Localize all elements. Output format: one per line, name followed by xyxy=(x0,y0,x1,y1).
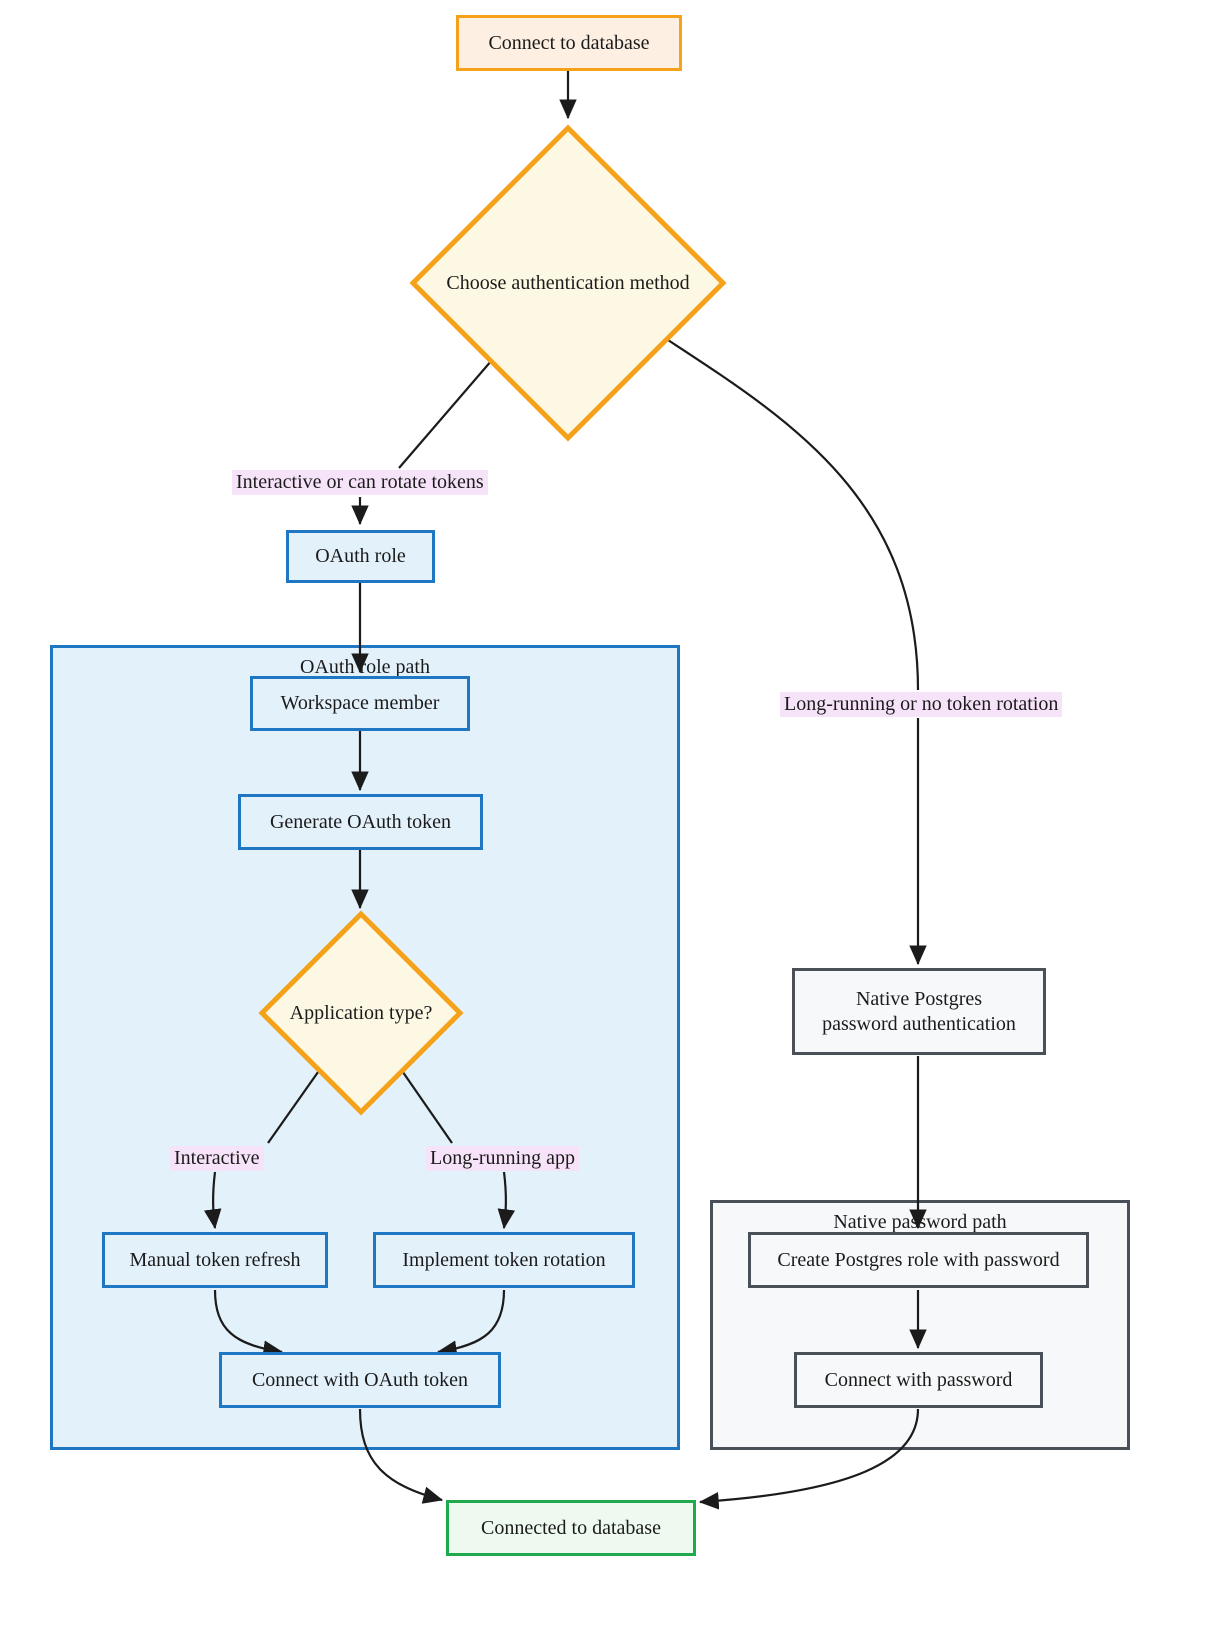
edge-label-long-running-or-no-token-rotation: Long-running or no token rotation xyxy=(780,692,1063,717)
node-generate-oauth-token[interactable]: Generate OAuth token xyxy=(238,794,483,850)
node-native-postgres-line-2: password authentication xyxy=(822,1012,1016,1035)
node-connect-with-oauth-token[interactable]: Connect with OAuth token xyxy=(219,1352,501,1408)
node-connect-with-password-label: Connect with password xyxy=(824,1368,1013,1391)
node-choose-authentication-method[interactable]: Choose authentication method xyxy=(408,123,728,443)
node-connected-to-database[interactable]: Connected to database xyxy=(446,1500,696,1556)
edge-label-long-running-app: Long-running app xyxy=(426,1146,579,1171)
node-implement-token-rotation[interactable]: Implement token rotation xyxy=(373,1232,635,1288)
edge-choose-to-native xyxy=(667,339,920,691)
node-native-postgres-password-authentication[interactable]: Native Postgres password authentication xyxy=(792,968,1046,1055)
edge-choose-to-oauth-role xyxy=(398,359,493,469)
node-manual-token-refresh-label: Manual token refresh xyxy=(129,1248,301,1271)
node-connected-to-database-label: Connected to database xyxy=(481,1516,661,1539)
node-native-postgres-line-1: Native Postgres xyxy=(855,987,983,1010)
node-manual-token-refresh[interactable]: Manual token refresh xyxy=(102,1232,328,1288)
edge-label-interactive-or-can-rotate-tokens: Interactive or can rotate tokens xyxy=(232,470,488,495)
node-oauth-role-label: OAuth role xyxy=(315,545,406,567)
diamond-shape-application-type xyxy=(258,910,464,1116)
edge-rotation-to-connectoauth xyxy=(436,1289,506,1358)
edge-connectoauth-to-connected xyxy=(358,1408,444,1504)
node-connect-with-oauth-token-label: Connect with OAuth token xyxy=(251,1368,469,1391)
node-generate-oauth-token-label: Generate OAuth token xyxy=(269,810,452,833)
edge-apptype-to-manual xyxy=(267,1064,324,1144)
edge-connectpw-to-connected xyxy=(698,1408,920,1510)
node-connect-with-password[interactable]: Connect with password xyxy=(794,1352,1043,1408)
node-workspace-member[interactable]: Workspace member xyxy=(250,676,470,731)
edge-apptype-to-manual-2 xyxy=(203,1171,222,1230)
node-application-type[interactable]: Application type? xyxy=(258,910,464,1116)
node-create-postgres-role-label: Create Postgres role with password xyxy=(777,1248,1060,1271)
node-connect-to-database[interactable]: Connect to database xyxy=(456,15,682,71)
edge-manual-to-connectoauth xyxy=(213,1289,284,1358)
edge-label-interactive: Interactive xyxy=(170,1146,264,1171)
edge-apptype-to-rotation xyxy=(397,1064,453,1144)
node-workspace-member-label: Workspace member xyxy=(280,692,440,714)
diamond-shape-choose-auth xyxy=(409,124,727,442)
node-implement-token-rotation-label: Implement token rotation xyxy=(402,1248,606,1271)
node-connect-to-database-label: Connect to database xyxy=(488,31,650,54)
node-create-postgres-role-with-password[interactable]: Create Postgres role with password xyxy=(748,1232,1089,1288)
node-oauth-role[interactable]: OAuth role xyxy=(286,530,435,583)
edge-apptype-to-rotation-2 xyxy=(497,1171,516,1230)
